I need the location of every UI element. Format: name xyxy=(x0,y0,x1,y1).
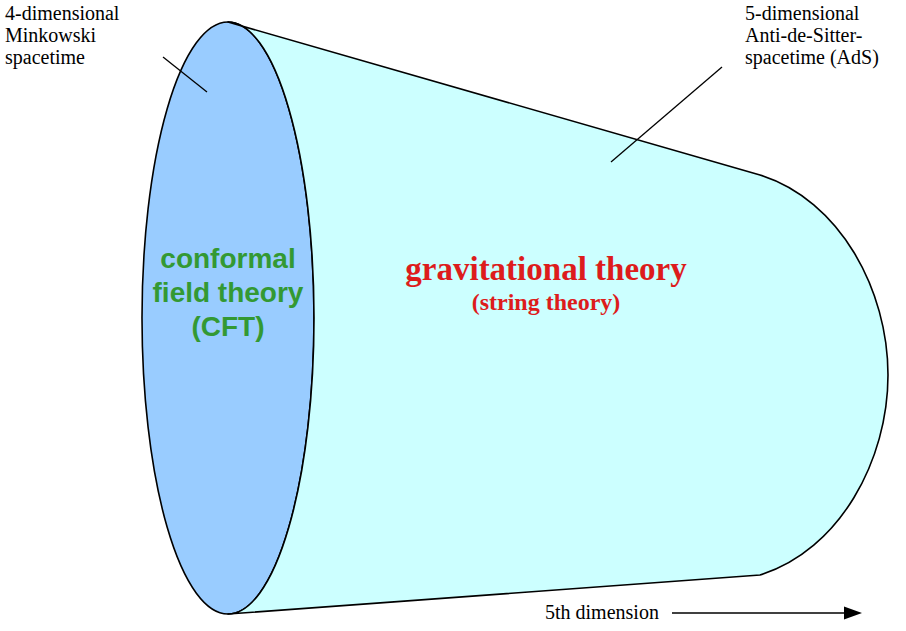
node-text-group: conformal field theory (CFT) xyxy=(148,242,308,344)
node-text: (string theory) xyxy=(356,288,736,316)
node-text-group: gravitational theory(string theory) xyxy=(356,250,736,316)
node-text: conformal field theory (CFT) xyxy=(148,242,308,344)
ads-cone-outline xyxy=(228,22,890,616)
node-text: gravitational theory xyxy=(356,250,736,288)
cft-ellipse: conformal field theory (CFT) xyxy=(142,22,314,614)
dimension-arrow-shaft xyxy=(672,612,848,614)
axis-label-slot: 5th dimension xyxy=(545,601,670,623)
dimension-arrow-head xyxy=(844,607,862,620)
callout-label-slot: 5-dimensional Anti-de-Sitter-spacetime (… xyxy=(745,2,890,68)
ads-cone: gravitational theory(string theory) xyxy=(228,22,890,616)
cft-ellipse-shape xyxy=(142,22,314,614)
callout-label: 5-dimensional Anti-de-Sitter-spacetime (… xyxy=(745,2,890,68)
callout-label: 4-dimensional Minkowski spacetime xyxy=(5,2,135,68)
ads-cone-shape xyxy=(228,22,888,614)
callout-label-slot: 4-dimensional Minkowski spacetime xyxy=(5,2,135,68)
axis-label: 5th dimension xyxy=(545,601,670,623)
